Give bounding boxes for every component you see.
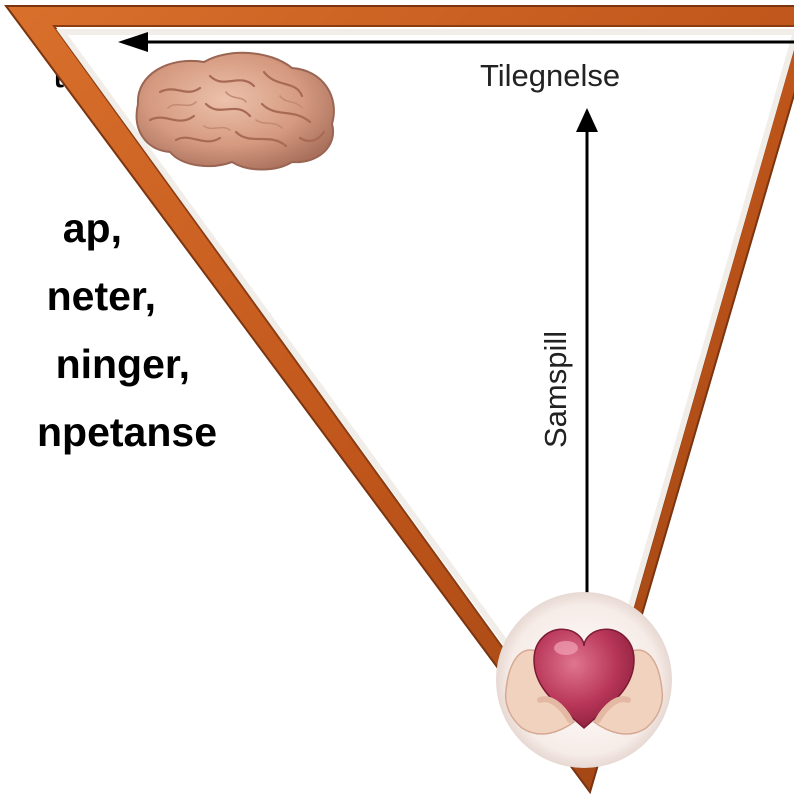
- top-label: Tilegnelse: [480, 58, 620, 93]
- brain-icon: [137, 53, 334, 170]
- vertical-label: Samspill: [538, 331, 573, 448]
- heart-in-hands-icon: [496, 592, 672, 768]
